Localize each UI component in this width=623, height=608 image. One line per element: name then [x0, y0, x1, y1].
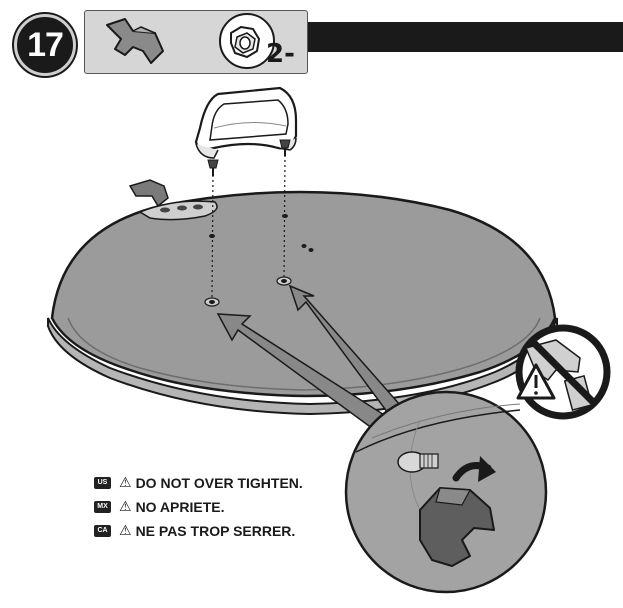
parts-box: 2- [84, 10, 308, 74]
locale-badge: US [94, 477, 111, 489]
no-power-drill-icon [515, 324, 611, 420]
warning-line-ca: CA ⚠ NE PAS TROP SERRER. [94, 523, 295, 539]
warning-triangle-icon: ⚠ [119, 523, 132, 539]
warning-text: NO APRIETE. [135, 499, 225, 515]
lid-vent-damper [128, 179, 218, 221]
warning-line-us: US ⚠ DO NOT OVER TIGHTEN. [94, 475, 303, 491]
warning-triangle-icon: ⚠ [119, 499, 132, 515]
warning-triangle-icon: ⚠ [119, 475, 132, 491]
locale-badge: CA [94, 525, 111, 537]
locale-badge: MX [94, 501, 111, 513]
thumb-nut-icon [219, 13, 275, 69]
parts-box-art [106, 13, 275, 69]
guide-line-right [283, 154, 286, 281]
lid-handle [194, 86, 298, 176]
warning-text: DO NOT OVER TIGHTEN. [135, 475, 303, 491]
step-number-badge: 17 [14, 14, 76, 76]
pointer-arrows [216, 284, 410, 436]
warning-text: NE PAS TROP SERRER. [135, 523, 296, 539]
guide-line-left [211, 174, 214, 301]
quantity-label: 2- [266, 39, 295, 69]
lid-handle-bracket-icon [106, 18, 164, 64]
warning-triangle-icon [516, 363, 556, 400]
header-bar [305, 22, 623, 52]
lid-holes [204, 214, 314, 307]
warning-line-mx: MX ⚠ NO APRIETE. [94, 499, 225, 515]
magnified-detail [344, 390, 548, 594]
